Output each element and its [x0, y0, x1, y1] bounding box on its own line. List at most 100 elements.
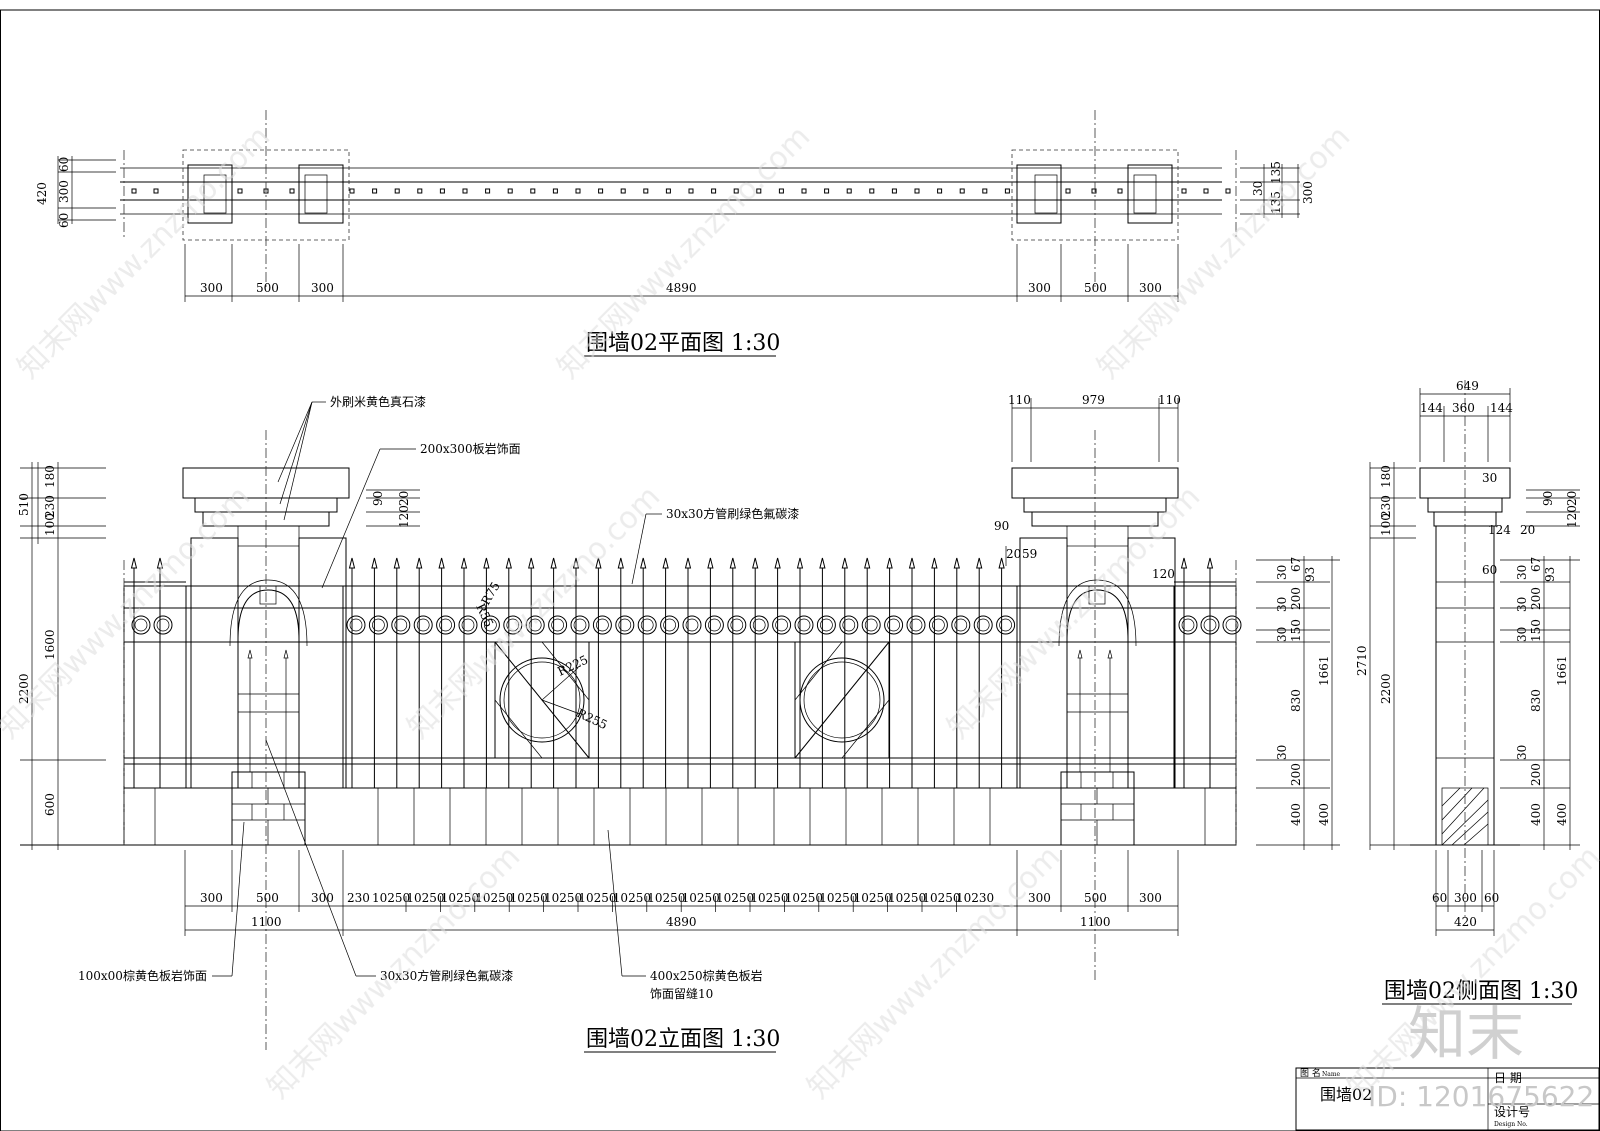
fence-bar-tip — [640, 557, 647, 569]
watermark-site-3: 知末网www.znzmo.com — [1091, 119, 1357, 385]
side-dim-right-30a: 30 — [1515, 565, 1529, 580]
pier-group-right — [1011, 467, 1179, 846]
plan-post — [1117, 188, 1123, 194]
ornament-left — [494, 641, 590, 759]
plan-dim-left-60a: 60 — [57, 213, 71, 228]
elev-dim-bottom-segment: 10250 — [372, 891, 410, 905]
elev-dim-bottom-230: 230 — [347, 891, 370, 905]
ring-inner — [954, 618, 968, 632]
ring-inner — [663, 618, 676, 632]
ring-inner — [976, 618, 990, 632]
fence-bar-tip — [595, 557, 602, 569]
ring — [346, 615, 366, 635]
plan-post — [937, 188, 943, 194]
title-block-name: 围墙02 — [1320, 1085, 1372, 1104]
side-dim-right-200b: 200 — [1529, 763, 1543, 786]
elev-dim-cap-120: 120 — [397, 505, 411, 528]
plan-post — [349, 188, 355, 194]
ring — [391, 615, 411, 635]
ring — [660, 615, 680, 635]
ring — [570, 615, 590, 635]
ring-inner — [551, 618, 564, 632]
fence-bar-tip — [348, 557, 356, 569]
fence-bar-tip — [550, 557, 557, 569]
plan-dim-left-60b: 60 — [57, 157, 71, 172]
plan-dim-left-420: 420 — [35, 182, 49, 205]
ring — [727, 615, 747, 635]
elev-dim-top-110b: 110 — [1158, 393, 1181, 407]
plan-post — [417, 188, 423, 194]
elevation-dims-right: 30 67 93 30 200 30 150 830 30 200 400 16… — [1256, 556, 1340, 850]
watermark-site-5: 知末网www.znzmo.com — [401, 479, 667, 745]
fence-bar-tip — [371, 557, 378, 569]
fence-bar-tip — [796, 557, 804, 569]
side-dim-right-30d: 30 — [1515, 745, 1529, 760]
plan-post — [959, 188, 965, 194]
elev-dim-left-230: 230 — [43, 495, 57, 518]
plan-dim-left-300: 300 — [57, 180, 71, 203]
side-dim-bottom-60a: 60 — [1432, 891, 1447, 905]
plan-dim-bottom-300a: 300 — [200, 281, 223, 295]
ring-inner — [349, 618, 363, 632]
ring-inner — [932, 618, 945, 632]
fence-bar-tip — [528, 557, 535, 569]
elev-dim-bottom-500b: 500 — [1084, 891, 1107, 905]
elev-dim-right-1661: 1661 — [1317, 655, 1331, 686]
side-dim-right-830: 830 — [1529, 689, 1543, 712]
elev-dim-bottom-segment: 10250 — [544, 891, 582, 905]
side-dim-right-200a: 200 — [1529, 587, 1543, 610]
ring — [458, 615, 478, 635]
side-dim-left-180: 180 — [1379, 465, 1393, 488]
elev-dim-left-180: 180 — [43, 465, 57, 488]
elev-dim-bottom-segment: 10250 — [750, 891, 788, 905]
elevation-dims-top-right: 110 979 110 — [1008, 393, 1181, 462]
fence-bar-tip — [393, 557, 400, 569]
side-dim-bottom-300: 300 — [1454, 891, 1477, 905]
ring-inner — [999, 618, 1012, 632]
ring — [131, 615, 151, 635]
ring-inner — [484, 618, 497, 632]
ring-inner — [506, 618, 520, 632]
elev-dim-bottom-segment: 10250 — [441, 891, 479, 905]
ring — [503, 615, 523, 635]
plan-post — [665, 188, 671, 194]
elevation-view — [20, 430, 1242, 1050]
plan-post — [1004, 188, 1010, 194]
elevation-title: 围墙02立面图 1:30 — [586, 1027, 780, 1052]
ring-inner — [887, 618, 900, 632]
fence-bar-tip — [908, 557, 916, 569]
ring — [615, 615, 635, 635]
ring — [682, 615, 702, 635]
side-dim-top-144b: 144 — [1490, 401, 1513, 415]
pier-bar-tip — [247, 649, 253, 659]
plan-post — [1065, 188, 1071, 194]
ring-inner — [528, 618, 542, 632]
side-dim-cap-30: 30 — [1482, 471, 1497, 485]
side-dim-left-230: 230 — [1379, 495, 1393, 518]
ring — [525, 615, 545, 635]
elev-dim-bottom-500a: 500 — [256, 891, 279, 905]
elev-dim-cap-90: 90 — [371, 491, 385, 506]
elev-dim-top-979: 979 — [1082, 393, 1105, 407]
ring — [1178, 615, 1198, 635]
elev-dim-bottom-300b: 300 — [311, 891, 334, 905]
side-dim-right-93: 93 — [1543, 567, 1557, 582]
side-dim-left-2710: 2710 — [1355, 645, 1369, 676]
ring-inner — [842, 618, 856, 632]
elev-dim-bottom-300d: 300 — [1139, 891, 1162, 905]
fence-bar-tip — [460, 557, 468, 569]
plan-dim-right-135a: 135 — [1269, 191, 1283, 214]
fence-bar-tip — [1206, 557, 1214, 569]
side-dim-right-1661: 1661 — [1555, 655, 1569, 686]
ring — [548, 615, 568, 635]
side-dim-top-649: 649 — [1456, 379, 1479, 393]
ring-inner — [156, 618, 170, 632]
side-title: 围墙02侧面图 1:30 — [1384, 979, 1578, 1004]
plan-dim-right-30: 30 — [1251, 181, 1265, 196]
elev-dim-bottom-segment: 10250 — [406, 891, 444, 905]
side-dim-cap-90: 90 — [1541, 491, 1555, 506]
ring — [749, 615, 769, 635]
elev-dim-bottom-segment: 10250 — [510, 891, 548, 905]
elev-dim-bottom-segment: 10250 — [785, 891, 823, 905]
